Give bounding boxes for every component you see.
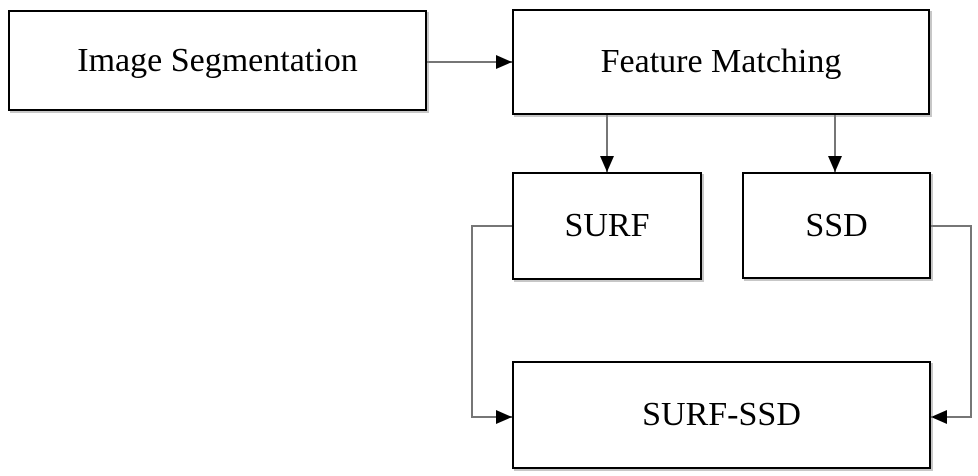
node-surf-ssd: SURF-SSD [512, 361, 931, 469]
node-label-feature-matching: Feature Matching [600, 43, 842, 80]
node-label-image-segmentation: Image Segmentation [77, 41, 358, 79]
node-label-surf: SURF [564, 207, 650, 244]
node-feature-matching: Feature Matching [512, 9, 930, 115]
node-ssd: SSD [742, 172, 931, 279]
node-label-surf-ssd: SURF-SSD [642, 396, 801, 433]
node-surf: SURF [512, 172, 702, 280]
node-label-ssd: SSD [805, 206, 868, 244]
edge-surf-to-surfssd [471, 225, 512, 424]
edge-ssd-to-surfssd [931, 225, 972, 424]
node-image-segmentation: Image Segmentation [8, 10, 427, 111]
